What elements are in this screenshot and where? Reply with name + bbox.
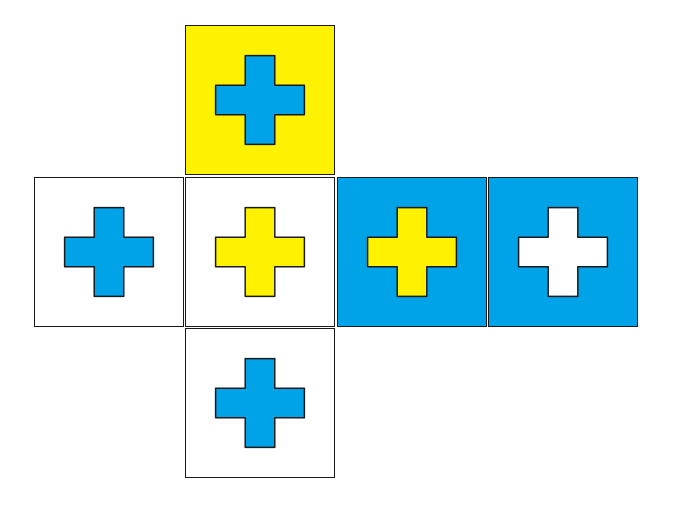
cube-face-top	[185, 25, 335, 175]
blue-cross-on-white-icon	[214, 357, 306, 449]
white-cross-on-blue-icon	[517, 206, 609, 298]
cube-face-bottom	[185, 328, 335, 478]
yellow-cross-on-blue-icon	[366, 206, 458, 298]
cube-face-far-right	[488, 177, 638, 327]
cube-face-right	[337, 177, 487, 327]
yellow-cross-on-white-icon	[214, 206, 306, 298]
blue-cross-on-yellow-icon	[214, 54, 306, 146]
blue-cross-on-white-icon	[63, 206, 155, 298]
cube-face-center	[185, 177, 335, 327]
cube-face-left	[34, 177, 184, 327]
